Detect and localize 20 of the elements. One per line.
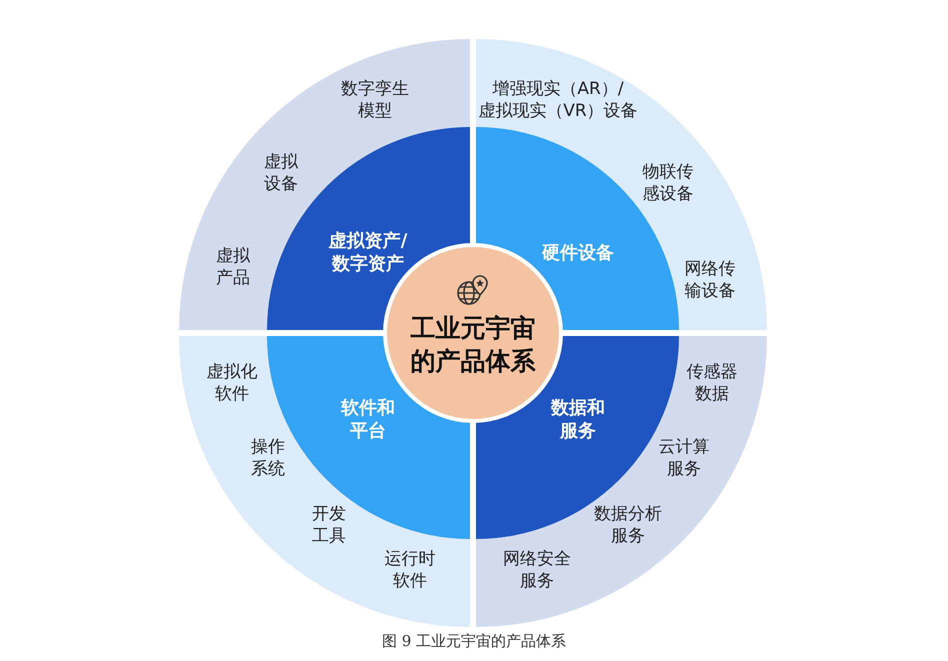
item-label: 网络安全服务 [502, 548, 572, 592]
center-title: 工业元宇宙的产品体系 [410, 312, 536, 377]
item-label: 增强现实（AR）/ 虚拟现实（VR）设备 [477, 78, 639, 122]
item-label: 运行时软件 [384, 548, 436, 592]
category-label: 虚拟资产/数字资产 [327, 230, 408, 276]
item-label: 物联传感设备 [642, 160, 694, 206]
item-label: 虚拟产品 [215, 244, 251, 290]
category-label: 数据和服务 [550, 396, 606, 444]
item-label: 操作系统 [250, 436, 286, 480]
item-label: 数据分析服务 [593, 502, 663, 548]
item-label: 开发工具 [311, 502, 347, 548]
category-label: 软件和平台 [340, 396, 396, 444]
item-label: 虚拟化软件 [206, 360, 258, 406]
item-label: 云计算服务 [658, 436, 710, 480]
item-label: 数字孪生模型 [340, 78, 410, 122]
category-label: 硬件设备 [540, 241, 615, 265]
item-label: 网络传输设备 [684, 258, 736, 302]
item-label: 虚拟设备 [263, 150, 299, 196]
item-label: 传感器数据 [686, 360, 738, 406]
figure-caption: 图 9 工业元宇宙的产品体系 [380, 632, 568, 651]
